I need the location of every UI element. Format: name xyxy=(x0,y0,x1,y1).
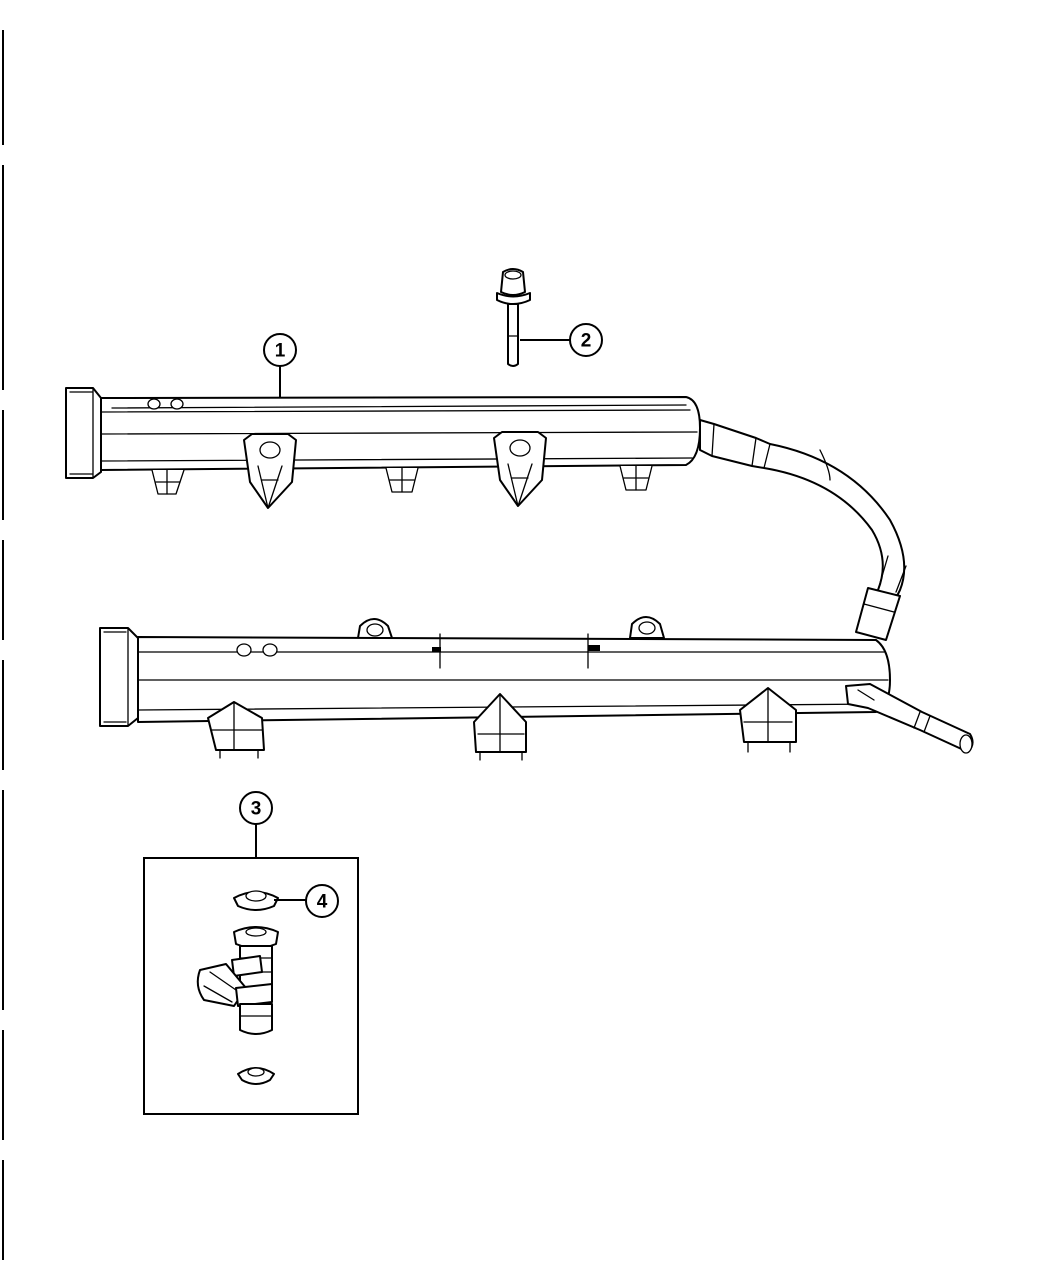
crossover-tube xyxy=(699,419,907,641)
upper-rail-injector-cups xyxy=(243,431,547,509)
o-ring-bottom xyxy=(237,1067,275,1085)
lower-fuel-rail xyxy=(99,616,974,761)
bolt xyxy=(496,268,531,367)
injector-kit-box xyxy=(143,857,359,1115)
upper-fuel-rail xyxy=(65,387,701,509)
callout-3: 3 xyxy=(239,791,273,825)
o-ring-top xyxy=(233,890,279,911)
fuel-injector xyxy=(196,926,279,1035)
callout-2: 2 xyxy=(569,323,603,357)
callout-1-label: 1 xyxy=(275,341,286,362)
callout-4-label: 4 xyxy=(317,892,328,913)
callout-4: 4 xyxy=(305,884,339,918)
callout-1: 1 xyxy=(263,333,297,367)
callout-3-label: 3 xyxy=(251,799,262,820)
leader-lines xyxy=(255,339,570,901)
callout-2-label: 2 xyxy=(581,331,592,352)
lower-rail-injector-cups xyxy=(207,687,797,761)
upper-rail-pockets xyxy=(151,465,653,495)
